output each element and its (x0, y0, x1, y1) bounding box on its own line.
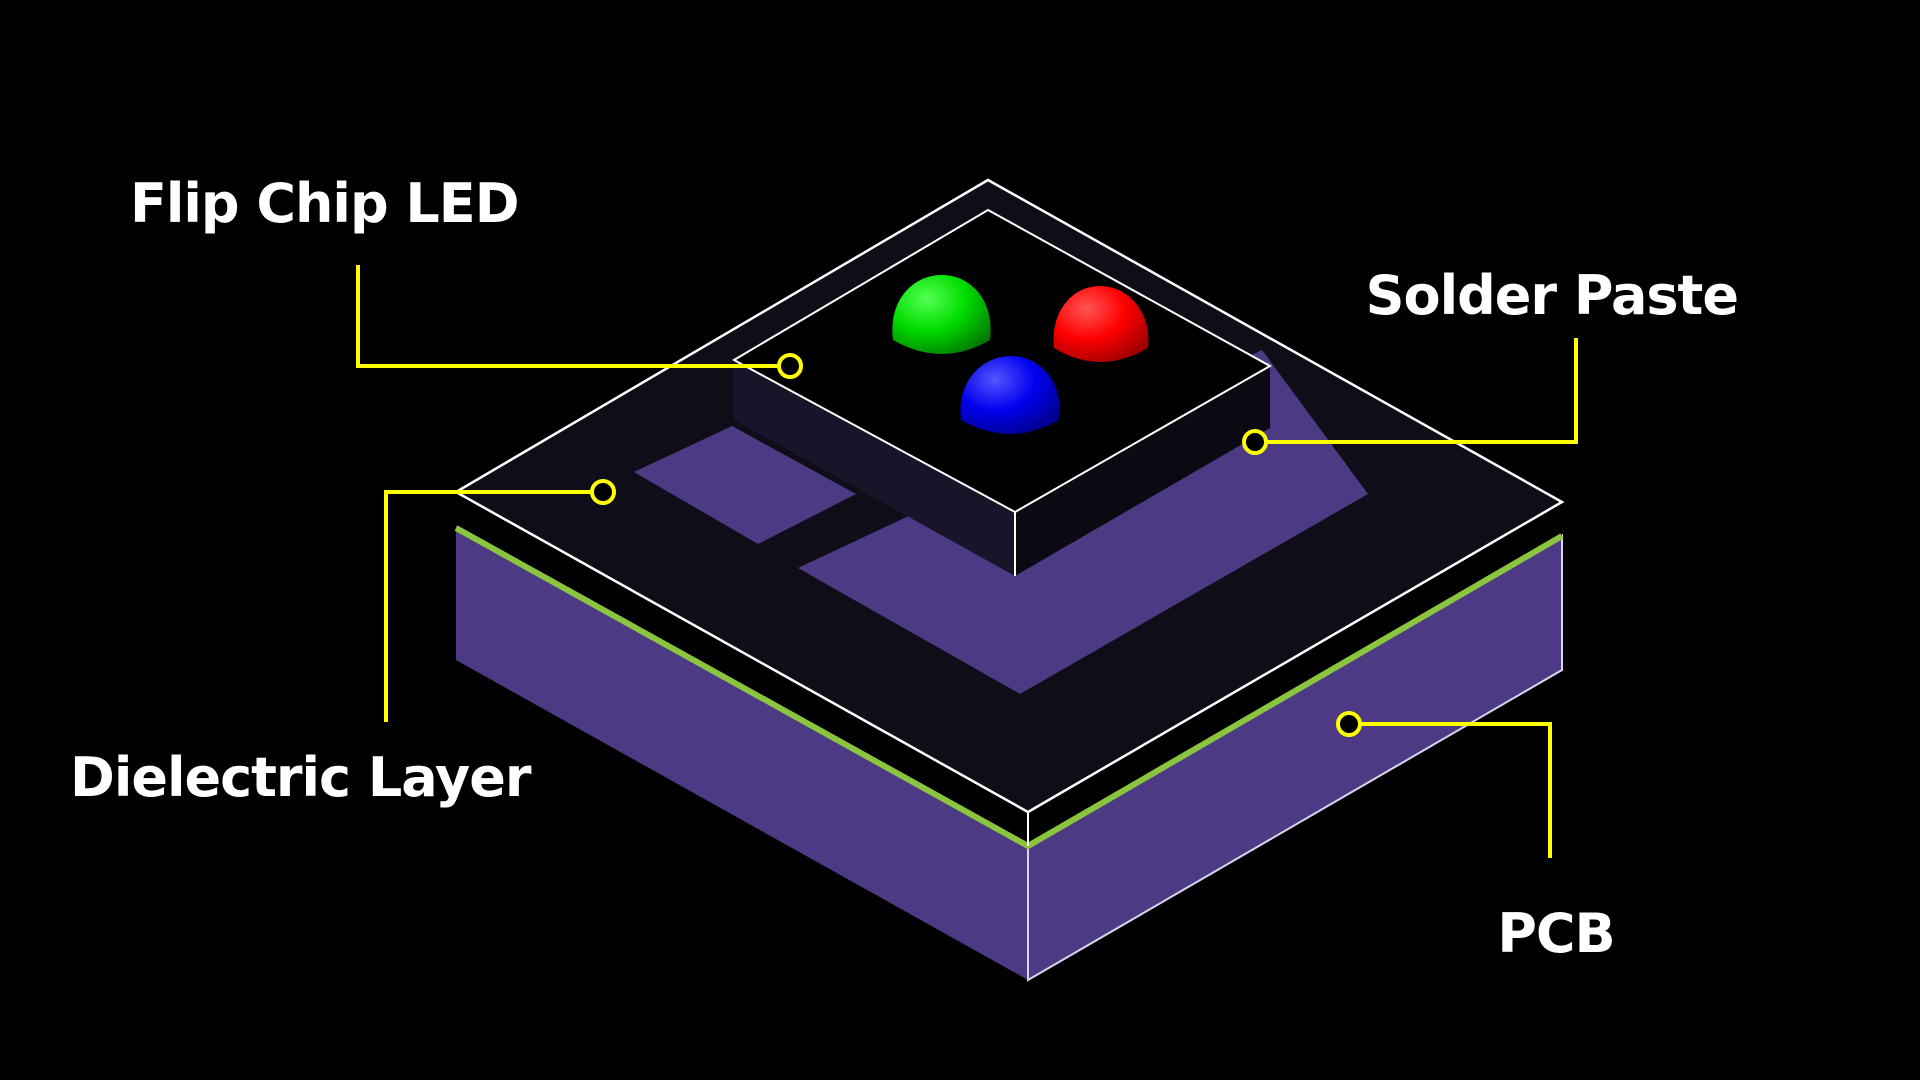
pcb-right-face (1028, 534, 1562, 980)
pcb-edge-lines (1027, 534, 1563, 982)
solder-pad-small (634, 426, 856, 544)
callout-pcb (1336, 711, 1552, 858)
label-flip-chip-led: Flip Chip LED (130, 172, 519, 235)
callout-dot-solder-paste (1242, 429, 1268, 455)
callout-line-solder-paste (1266, 338, 1578, 444)
callout-line-flip-chip-led (356, 265, 780, 368)
label-pcb: PCB (1497, 902, 1614, 965)
chip-right-face (1015, 366, 1270, 576)
pcb-left-face (456, 520, 1028, 980)
callouts (356, 265, 1578, 858)
callout-dielectric-layer (384, 479, 616, 722)
led-green (892, 275, 991, 354)
dielectric-left-face (456, 492, 1028, 846)
rgb-leds (892, 275, 1149, 434)
label-solder-paste: Solder Paste (1366, 264, 1738, 327)
callout-line-dielectric-layer (384, 490, 592, 722)
labels: Flip Chip LED Solder Paste Dielectric La… (70, 172, 1739, 965)
led-blue (960, 356, 1060, 434)
callout-dot-dielectric-layer (590, 479, 616, 505)
callout-dot-flip-chip-led (777, 353, 803, 379)
label-dielectric-layer: Dielectric Layer (70, 746, 532, 809)
callout-dot-pcb (1336, 711, 1362, 737)
dielectric-right-face (1028, 502, 1562, 846)
led-red (1053, 286, 1149, 362)
callout-flip-chip-led (356, 265, 803, 379)
callout-line-pcb (1360, 722, 1552, 858)
callout-solder-paste (1242, 338, 1578, 455)
pcb-block (456, 520, 1563, 982)
chip-left-face (734, 360, 1015, 576)
